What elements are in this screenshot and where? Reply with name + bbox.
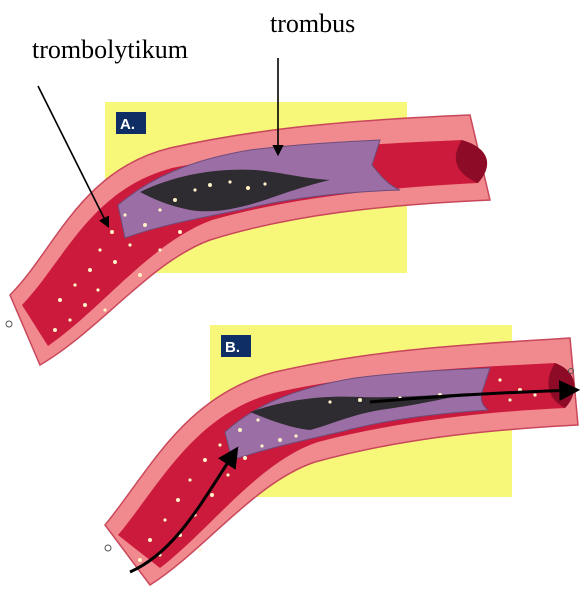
panel-b-edge-marker — [105, 545, 111, 551]
panel-b: B. — [105, 325, 578, 585]
label-trombolytikum: trombolytikum — [32, 35, 188, 64]
panel-a-edge-marker — [6, 321, 12, 327]
pointer-trombolytikum — [38, 86, 108, 226]
panel-b-badge-label: B. — [225, 339, 240, 356]
panel-a-badge-label: A. — [120, 116, 135, 133]
label-trombus: trombus — [270, 9, 355, 38]
